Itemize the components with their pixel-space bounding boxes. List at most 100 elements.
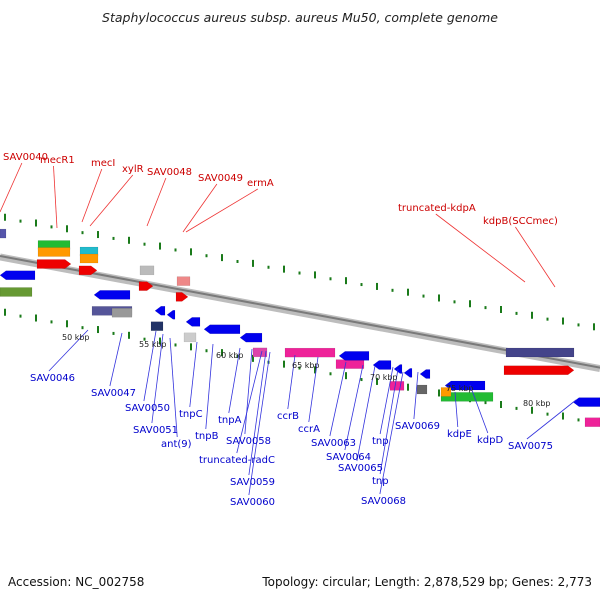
lower-rail-major-tick xyxy=(159,337,161,345)
reverse-leader xyxy=(151,333,164,424)
reverse-leader xyxy=(526,399,577,440)
gene-feature xyxy=(284,347,336,358)
reverse-leader xyxy=(454,391,459,428)
gene-feature xyxy=(372,360,392,370)
forward-gene-label: truncated-kdpA xyxy=(398,203,476,214)
lower-rail-major-tick xyxy=(283,360,285,368)
reverse-leader xyxy=(413,371,419,420)
upper-rail-major-tick xyxy=(314,271,316,279)
lower-rail-major-tick xyxy=(4,308,6,316)
reverse-gene-label: SAV0046 xyxy=(30,373,75,384)
gene-feature xyxy=(572,397,600,407)
gene-feature xyxy=(403,368,413,378)
upper-rail-major-tick xyxy=(345,277,347,285)
reverse-leader xyxy=(205,343,214,430)
gene-features xyxy=(0,228,600,427)
forward-leader xyxy=(53,165,58,229)
gene-feature xyxy=(0,228,7,239)
lower-rail-major-tick xyxy=(562,412,564,420)
upper-rail-major-tick xyxy=(376,282,378,290)
reverse-gene-label: SAV0050 xyxy=(125,403,170,414)
lower-rail-dot xyxy=(112,331,115,335)
reverse-leader xyxy=(329,361,347,437)
reverse-leader xyxy=(248,351,271,496)
upper-rail-major-tick xyxy=(469,300,471,308)
reverse-leader xyxy=(169,337,178,438)
gene-feature xyxy=(505,347,575,358)
gene-feature xyxy=(338,351,370,361)
upper-rail-dot xyxy=(422,294,425,298)
gene-feature xyxy=(166,310,176,320)
reverse-gene-label: tnpC xyxy=(179,409,203,420)
reverse-gene-label: tnp xyxy=(372,476,389,487)
forward-leader xyxy=(182,183,218,233)
lower-rail-dot xyxy=(50,320,53,324)
lower-rail-dot xyxy=(143,337,146,341)
lower-rail-major-tick xyxy=(221,349,223,357)
gene-feature xyxy=(78,265,98,276)
upper-rail-dot xyxy=(112,236,115,240)
reverse-leader xyxy=(244,348,253,435)
gene-feature xyxy=(0,270,36,281)
upper-rail-dot xyxy=(360,283,363,287)
forward-gene-label: xylR xyxy=(122,164,144,175)
upper-rail-major-tick xyxy=(500,306,502,313)
lower-rail-major-tick xyxy=(500,401,502,408)
reverse-gene-label: SAV0068 xyxy=(361,496,406,507)
reverse-gene-label: tnpA xyxy=(218,415,242,426)
reverse-leader xyxy=(379,371,404,495)
accession: Accession: NC_002758 xyxy=(8,575,145,589)
lower-rail-dot xyxy=(205,349,208,353)
gene-feature xyxy=(239,332,263,343)
lower-rail-major-tick xyxy=(190,343,192,351)
gene-feature xyxy=(252,347,268,358)
lower-rail-dot xyxy=(329,372,332,376)
forward-leader xyxy=(89,174,134,227)
reverse-leader xyxy=(379,368,399,475)
lower-rail-major-tick xyxy=(35,314,37,322)
scale-label: 75 kbp xyxy=(446,384,474,393)
upper-rail-dot xyxy=(19,219,22,223)
forward-leader xyxy=(81,168,103,223)
gene-feature xyxy=(440,392,494,402)
reverse-gene-label: ccrB xyxy=(277,411,299,422)
reverse-leader xyxy=(228,347,241,414)
reverse-gene-label: SAV0059 xyxy=(230,477,275,488)
reverse-gene-label: SAV0047 xyxy=(91,388,136,399)
lower-rail-dot xyxy=(515,406,518,410)
lower-rail-dot xyxy=(546,412,549,416)
lower-rail-major-tick xyxy=(531,406,533,414)
reverse-leader xyxy=(48,329,89,372)
reverse-leader xyxy=(287,354,296,410)
lower-rail-major-tick xyxy=(314,366,316,374)
gene-feature xyxy=(584,417,600,427)
upper-rail-major-tick xyxy=(66,225,68,233)
reverse-leader xyxy=(356,365,376,462)
forward-gene-label: mecR1 xyxy=(40,155,75,166)
forward-gene-label: SAV0048 xyxy=(147,167,192,178)
gene-feature xyxy=(36,259,72,269)
reverse-leader xyxy=(308,356,319,423)
topology-info: Topology: circular; Length: 2,878,529 bp… xyxy=(262,575,592,589)
forward-leader xyxy=(435,213,526,283)
upper-rail-dot xyxy=(143,242,146,246)
upper-rail-dot xyxy=(174,248,177,252)
upper-rail-dot xyxy=(50,225,53,229)
lower-rail-dot xyxy=(236,354,239,358)
lower-rail-major-tick xyxy=(66,320,68,328)
forward-gene-label: mecI xyxy=(91,158,115,169)
gene-feature xyxy=(419,369,431,379)
lower-rail-dot xyxy=(298,366,301,370)
upper-rail-major-tick xyxy=(35,219,37,227)
scale-label: 80 kbp xyxy=(523,399,551,408)
upper-rail-major-tick xyxy=(283,265,285,273)
map-title: Staphylococcus aureus subsp. aureus Mu50… xyxy=(102,10,498,25)
gene-feature xyxy=(440,387,452,397)
gene-feature xyxy=(150,321,164,331)
reverse-leader xyxy=(189,341,198,408)
upper-rail-major-tick xyxy=(593,323,595,331)
reverse-gene-label: tnp xyxy=(372,436,389,447)
gene-feature xyxy=(79,253,99,264)
label-leader-lines xyxy=(0,162,577,496)
